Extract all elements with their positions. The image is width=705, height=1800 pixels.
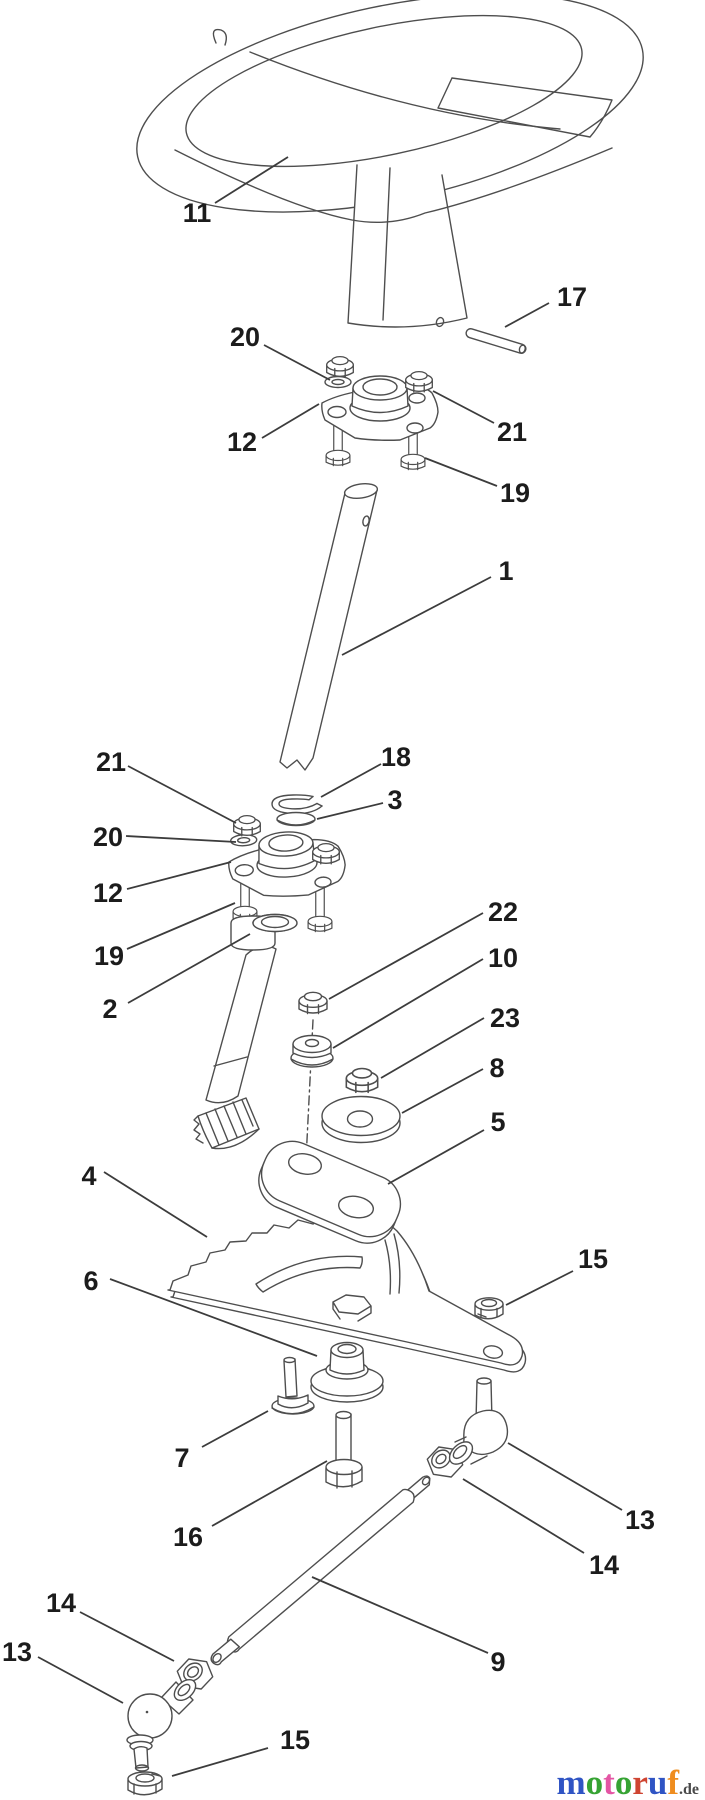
part-label-washer-top: 20 (230, 322, 260, 352)
part-bearing-flange-mid (226, 814, 348, 933)
part-locknut-med (345, 1067, 379, 1094)
hub-cone-fill (348, 165, 467, 327)
part-ball-joint-left (126, 1678, 197, 1772)
part-label-sector-gear: 4 (81, 1161, 96, 1191)
part-flange-bushing (310, 1341, 384, 1403)
part-label-washer-mid: 20 (93, 822, 123, 852)
part-hex-bolt (325, 1410, 363, 1489)
logo-letter: r (632, 1763, 648, 1800)
part-lower-steering-shaft (193, 913, 298, 1150)
part-upper-steering-shaft (279, 482, 379, 771)
part-bearing-flange-top (321, 355, 439, 471)
logo-letter: m (556, 1763, 586, 1800)
part-label-thrust-washer: 3 (387, 785, 402, 815)
part-label-jam-nut-left: 14 (46, 1588, 76, 1618)
leader-lines (37, 156, 623, 1777)
part-label-tie-rod: 9 (490, 1647, 505, 1677)
part-label-locknut-top: 21 (497, 417, 527, 447)
part-label-ball-joint-left: 13 (2, 1637, 32, 1667)
part-label-flange-bolt: 7 (174, 1443, 189, 1473)
locknut-top-right (405, 370, 433, 393)
part-label-slotted-nut-bottom: 15 (280, 1725, 310, 1755)
part-labels: 11 17 20 21 12 19 1 21 18 3 20 12 19 2 2… (2, 198, 655, 1755)
logo-letter: t (603, 1763, 615, 1800)
locknut-top-left (326, 355, 354, 378)
part-label-steering-plate: 5 (490, 1107, 505, 1137)
part-steering-plate (258, 1140, 402, 1244)
part-tie-rod (210, 1475, 431, 1666)
part-sector-gear (167, 1214, 527, 1373)
part-label-grommet: 10 (488, 943, 518, 973)
part-label-lower-shaft: 2 (102, 994, 117, 1024)
part-roll-pin (465, 328, 527, 354)
part-flat-washer (321, 1095, 401, 1144)
logo-suffix: .de (679, 1781, 699, 1798)
part-retaining-ring (271, 794, 323, 815)
part-label-locknut-med: 23 (490, 1003, 520, 1033)
logo-letter: f (667, 1763, 679, 1800)
part-steering-wheel (136, 0, 644, 328)
part-label-flat-washer: 8 (489, 1053, 504, 1083)
motoruf-logo[interactable]: motoruf.de (557, 1765, 699, 1800)
part-label-locknut-mid: 21 (96, 747, 126, 777)
part-label-upper-shaft: 1 (498, 556, 513, 586)
part-locknut-small (298, 991, 328, 1015)
part-thrust-washer (276, 811, 316, 827)
part-label-jam-nut-right: 14 (589, 1550, 619, 1580)
locknut-mid-left (233, 814, 261, 837)
logo-letter: o (585, 1763, 604, 1800)
part-label-retaining-ring: 18 (381, 742, 411, 772)
part-label-bearing-flange-top: 12 (227, 427, 257, 457)
hub-pin-hole (435, 316, 445, 328)
part-flange-bolt (271, 1356, 315, 1415)
part-label-ball-joint-right: 13 (625, 1505, 655, 1535)
sector-gear-hex-hole (332, 1294, 372, 1322)
sector-gear-slot (255, 1255, 363, 1293)
logo-letter: u (647, 1763, 668, 1800)
part-label-steering-wheel: 11 (183, 198, 212, 228)
part-label-locknut-small: 22 (488, 897, 518, 927)
part-rubber-grommet (290, 1034, 334, 1068)
part-label-flange-bushing: 6 (83, 1266, 98, 1296)
sector-arm-hole (482, 1345, 504, 1359)
part-label-slotted-nut-right: 15 (578, 1244, 608, 1274)
part-slotted-nut-bottom (127, 1771, 163, 1796)
part-label-roll-pin: 17 (557, 282, 587, 312)
part-label-bearing-flange-mid: 12 (93, 878, 123, 908)
part-ball-joint-right (448, 1377, 509, 1465)
part-label-carriage-bolt-top: 19 (500, 478, 530, 508)
part-label-hex-bolt: 16 (173, 1522, 203, 1552)
part-label-carriage-bolt-mid: 19 (94, 941, 124, 971)
logo-letter: o (614, 1763, 633, 1800)
part-slotted-nut-right (474, 1297, 504, 1320)
